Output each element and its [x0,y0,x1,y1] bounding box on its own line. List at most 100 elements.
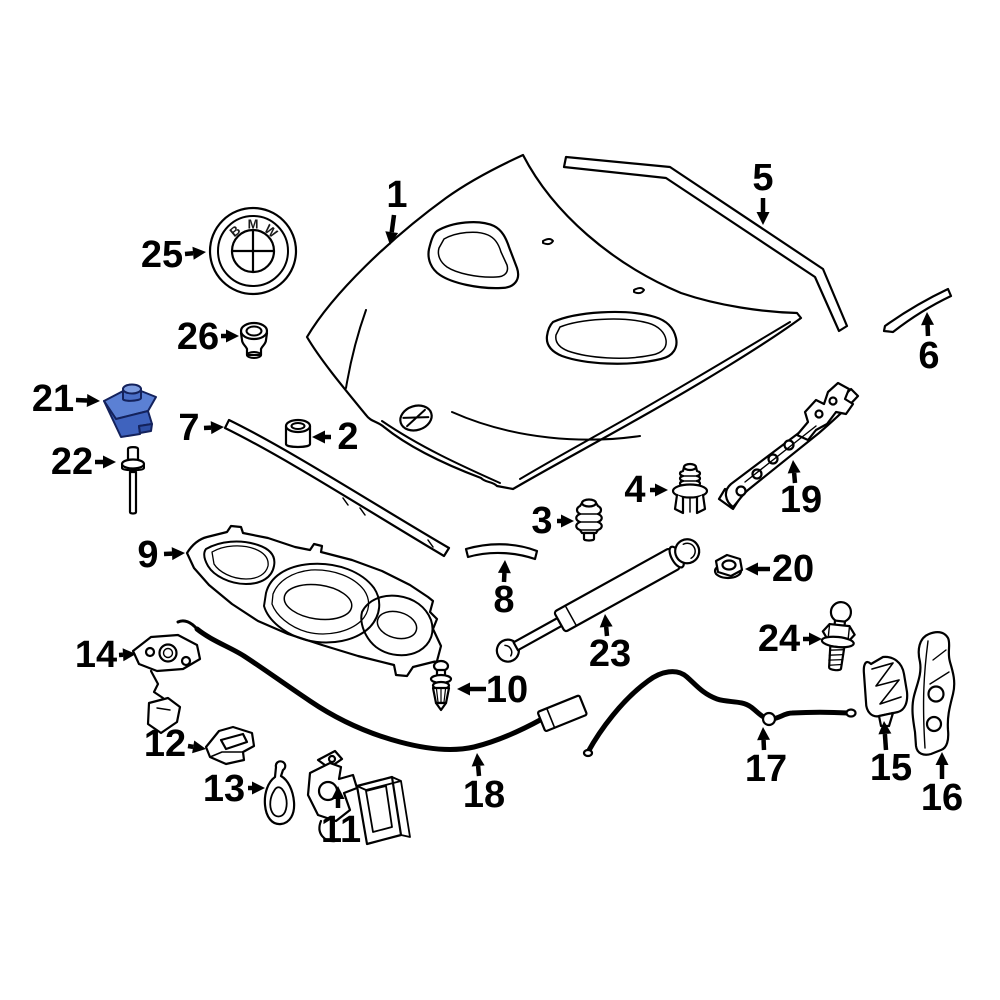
part-number-label: 20 [772,548,814,590]
callout-10: 10 [457,669,528,711]
callout-3: 3 [531,500,574,542]
part-22-pin-drawing [120,446,146,515]
callout-arrowhead-icon [921,312,935,326]
callout-1: 1 [385,174,408,245]
callout-arrowhead-icon [935,752,949,765]
callout-20: 20 [745,548,814,590]
part-15-bracket-drawing [862,655,909,728]
part-21-clamp-highlighted-drawing [103,383,157,438]
part-16-bracket-drawing [911,631,956,756]
part-4-clip-drawing [671,462,709,515]
part-19-hinge-drawing [717,381,860,511]
part-9-insulation-pad-drawing [185,524,443,678]
callout-arrowhead-icon [226,329,239,343]
callout-arrowhead-icon [103,455,116,469]
callout-arrowhead-icon [756,212,770,225]
part-1-hood-drawing [305,153,803,491]
part-number-label: 13 [203,768,245,810]
part-14-bracket-drawing [131,633,202,735]
callout-arrow-line [184,250,194,257]
callout-arrowhead-icon [561,514,574,528]
callout-arrowhead-icon [385,231,399,245]
part-10-push-clip-drawing [429,659,453,712]
callout-arrowhead-icon [122,648,136,662]
callout-arrowhead-icon [457,682,470,696]
callout-14: 14 [75,634,136,676]
hood-emblem-hole [399,404,433,432]
callout-15: 15 [870,721,912,789]
part-number-label: 9 [137,534,158,576]
part-24-ball-bolt-drawing [820,601,856,672]
part-number-label: 19 [780,479,822,521]
callout-arrow-line [791,472,798,484]
part-26-grommet-drawing [239,321,269,359]
part-23-gas-strut-drawing [495,538,701,663]
part-number-label: 26 [177,316,219,358]
callout-19: 19 [780,460,822,521]
callout-8: 8 [493,560,515,621]
part-12-buffer-drawing [204,725,256,766]
callout-7: 7 [178,407,224,449]
emblem-letter: M [248,217,259,232]
callout-arrowhead-icon [331,786,345,799]
part-number-label: 5 [752,157,773,199]
callout-18: 18 [463,753,505,816]
part-number-label: 8 [493,579,514,621]
callout-arrowhead-icon [210,421,224,435]
part-number-label: 10 [486,669,528,711]
part-number-label: 18 [463,774,505,816]
part-number-label: 12 [144,723,186,765]
part-number-label: 21 [32,378,74,420]
part-number-label: 25 [141,234,183,276]
part-number-label: 23 [589,633,631,675]
part-number-label: 6 [918,335,939,377]
part-5-seal-strip-drawing [562,155,849,333]
part-number-label: 3 [531,500,552,542]
callout-arrow-line [475,765,482,777]
part-8-strip-drawing [464,543,539,561]
part-17-cable-drawing [582,669,857,758]
callout-arrowhead-icon [497,560,511,574]
part-number-label: 15 [870,747,912,789]
callout-6: 6 [918,312,940,377]
callout-arrowhead-icon [192,740,206,754]
part-18-release-cable-drawing [176,619,588,752]
callout-11: 11 [321,786,361,851]
callout-arrowhead-icon [252,781,265,795]
part-number-label: 24 [758,618,800,660]
callout-arrowhead-icon [599,614,613,628]
callout-5: 5 [752,157,774,225]
callout-arrowhead-icon [809,632,822,646]
callout-22: 22 [51,441,116,483]
callout-arrowhead-icon [878,721,892,735]
part-number-label: 17 [745,748,787,790]
callout-17: 17 [745,727,787,790]
callout-arrowhead-icon [655,483,668,497]
callout-24: 24 [758,618,822,660]
callout-arrowhead-icon [192,246,206,260]
callout-arrow-line [603,626,610,637]
part-number-label: 11 [321,809,361,851]
callout-arrow-line [187,743,194,750]
callout-arrow-line [389,214,397,233]
callout-26: 26 [177,316,239,358]
callout-2: 2 [312,416,359,458]
part-number-label: 22 [51,441,93,483]
part-3-buffer-drawing [575,498,603,542]
part-number-label: 7 [178,407,199,449]
part-11-hood-lock-drawing [306,749,411,846]
callout-9: 9 [137,534,185,576]
callout-arrowhead-icon [312,430,325,444]
part-number-label: 4 [624,469,645,511]
part-20-nut-drawing [713,553,744,580]
callout-21: 21 [32,378,100,420]
part-7-cowl-strip-drawing [223,418,451,558]
callout-12: 12 [144,723,206,765]
callout-arrowhead-icon [471,753,485,767]
part-6-side-strip-drawing [882,287,953,334]
part-number-label: 14 [75,634,117,676]
callout-4: 4 [624,469,668,511]
